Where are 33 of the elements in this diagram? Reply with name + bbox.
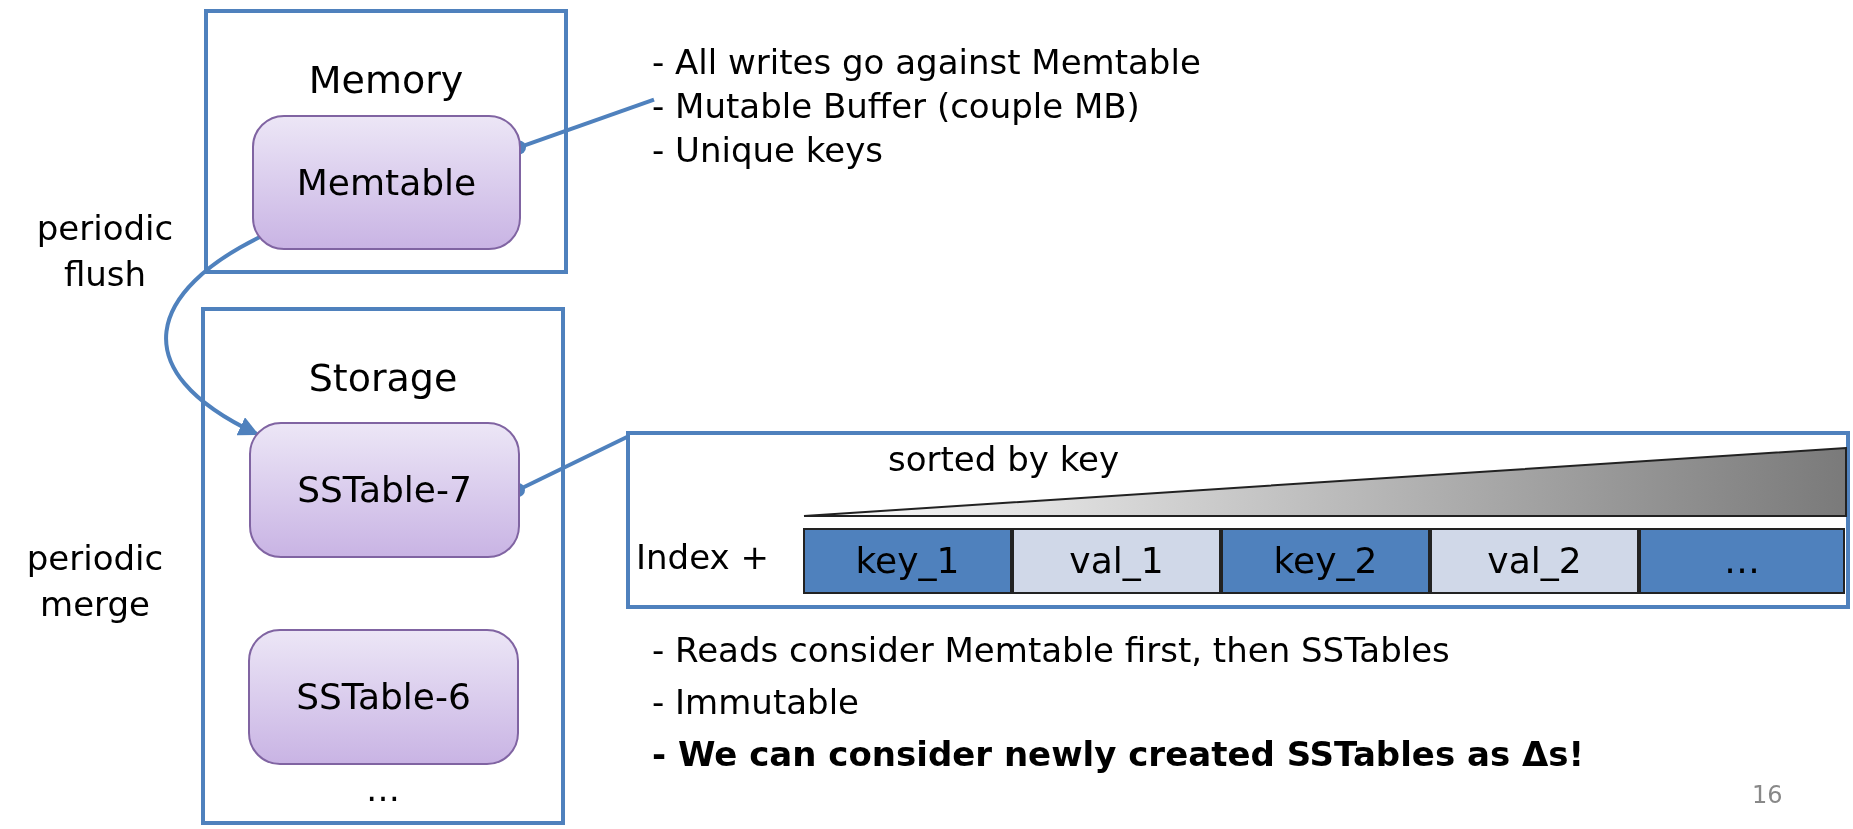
side-note: periodic merge bbox=[25, 537, 165, 626]
bullet-text: - All writes go against Memtable bbox=[652, 41, 1202, 84]
page-number: 16 bbox=[1752, 780, 1784, 810]
key-cell bbox=[1221, 528, 1430, 594]
container-box bbox=[204, 9, 568, 274]
table-box bbox=[249, 422, 520, 558]
row-caption: Index + bbox=[636, 536, 769, 579]
value-cell bbox=[1430, 528, 1639, 594]
bullet-text: - We can consider newly created SSTables as Δs! bbox=[652, 733, 1586, 776]
node-label: Memtable bbox=[296, 160, 477, 205]
node-label: key_2 bbox=[1273, 539, 1378, 583]
node-label: SSTable-6 bbox=[296, 675, 471, 719]
key-cell bbox=[1639, 528, 1845, 594]
group-title: Memory bbox=[307, 57, 465, 103]
node-label: val_1 bbox=[1069, 539, 1164, 583]
ellipsis-text: … bbox=[365, 769, 401, 809]
table-box bbox=[252, 115, 521, 250]
node-label: SSTable-7 bbox=[297, 468, 472, 512]
group-title: Storage bbox=[307, 355, 459, 401]
edge-label: periodic flush bbox=[35, 207, 175, 296]
bullet-text: - Unique keys bbox=[652, 129, 885, 172]
value-cell bbox=[1012, 528, 1221, 594]
detail-panel bbox=[626, 431, 1850, 609]
container-box bbox=[201, 307, 565, 825]
node-label: key_1 bbox=[855, 539, 960, 583]
axis-caption: sorted by key bbox=[888, 438, 1120, 481]
bullet-text: - Immutable bbox=[652, 681, 860, 724]
node-label: val_2 bbox=[1487, 539, 1582, 583]
table-box bbox=[248, 629, 519, 765]
bullet-text: - Reads consider Memtable first, then SSTables bbox=[652, 629, 1451, 672]
node-label: … bbox=[1724, 539, 1760, 583]
key-cell bbox=[803, 528, 1012, 594]
bullet-text: - Mutable Buffer (couple MB) bbox=[652, 85, 1141, 128]
